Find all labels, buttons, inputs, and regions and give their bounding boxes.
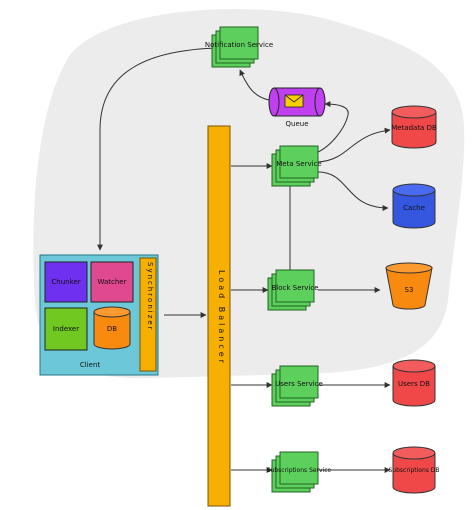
client: Chunker Watcher Indexer DB Synchronizer …	[39, 254, 159, 376]
edge-notification-client	[97, 47, 219, 251]
edge-meta-cache	[317, 171, 389, 211]
chunker-box	[44, 261, 88, 303]
client-db-label: DB	[107, 325, 117, 333]
watcher-box	[90, 261, 134, 303]
users-db: Users DB	[392, 359, 436, 407]
metadata-db-label: Metadata DB	[391, 124, 437, 132]
edge-meta-metadatadb	[317, 127, 391, 163]
metadata-db: Metadata DB	[391, 105, 437, 149]
subscriptions-service: Subscriptions Service	[267, 451, 332, 493]
meta-service-label: Meta Service	[276, 160, 321, 168]
subscriptions-db-label: Subscriptions DB	[388, 467, 439, 474]
users-service-label: Users Service	[275, 380, 323, 388]
meta-service: Meta Service	[271, 145, 322, 187]
queue-label: Queue	[286, 120, 309, 128]
indexer-box	[44, 307, 88, 351]
chunker-label: Chunker	[51, 278, 80, 286]
envelope-icon	[284, 94, 304, 108]
notification-service: Notification Service	[205, 26, 273, 68]
synchronizer-bar	[139, 257, 157, 372]
client-label: Client	[80, 361, 101, 369]
cache-db: Cache	[392, 183, 436, 229]
synchronizer-label: Synchronizer	[146, 262, 154, 332]
users-db-label: Users DB	[398, 380, 430, 388]
cache-label: Cache	[403, 204, 425, 212]
s3-bucket: S3	[385, 262, 433, 310]
indexer-label: Indexer	[53, 325, 79, 333]
queue: Queue	[268, 87, 326, 128]
subscriptions-db: Subscriptions DB	[388, 446, 440, 494]
subscriptions-service-label: Subscriptions Service	[267, 467, 332, 474]
notification-service-label: Notification Service	[205, 41, 273, 49]
block-service: Block Service	[267, 269, 319, 311]
load-balancer-label: Load Balancer	[217, 270, 226, 366]
users-service: Users Service	[271, 365, 323, 407]
load-balancer: Load Balancer	[207, 125, 231, 507]
watcher-label: Watcher	[98, 278, 127, 286]
s3-label: S3	[405, 286, 414, 294]
client-db: DB	[93, 306, 131, 350]
block-service-label: Block Service	[271, 284, 318, 292]
edge-meta-queue	[309, 101, 349, 156]
